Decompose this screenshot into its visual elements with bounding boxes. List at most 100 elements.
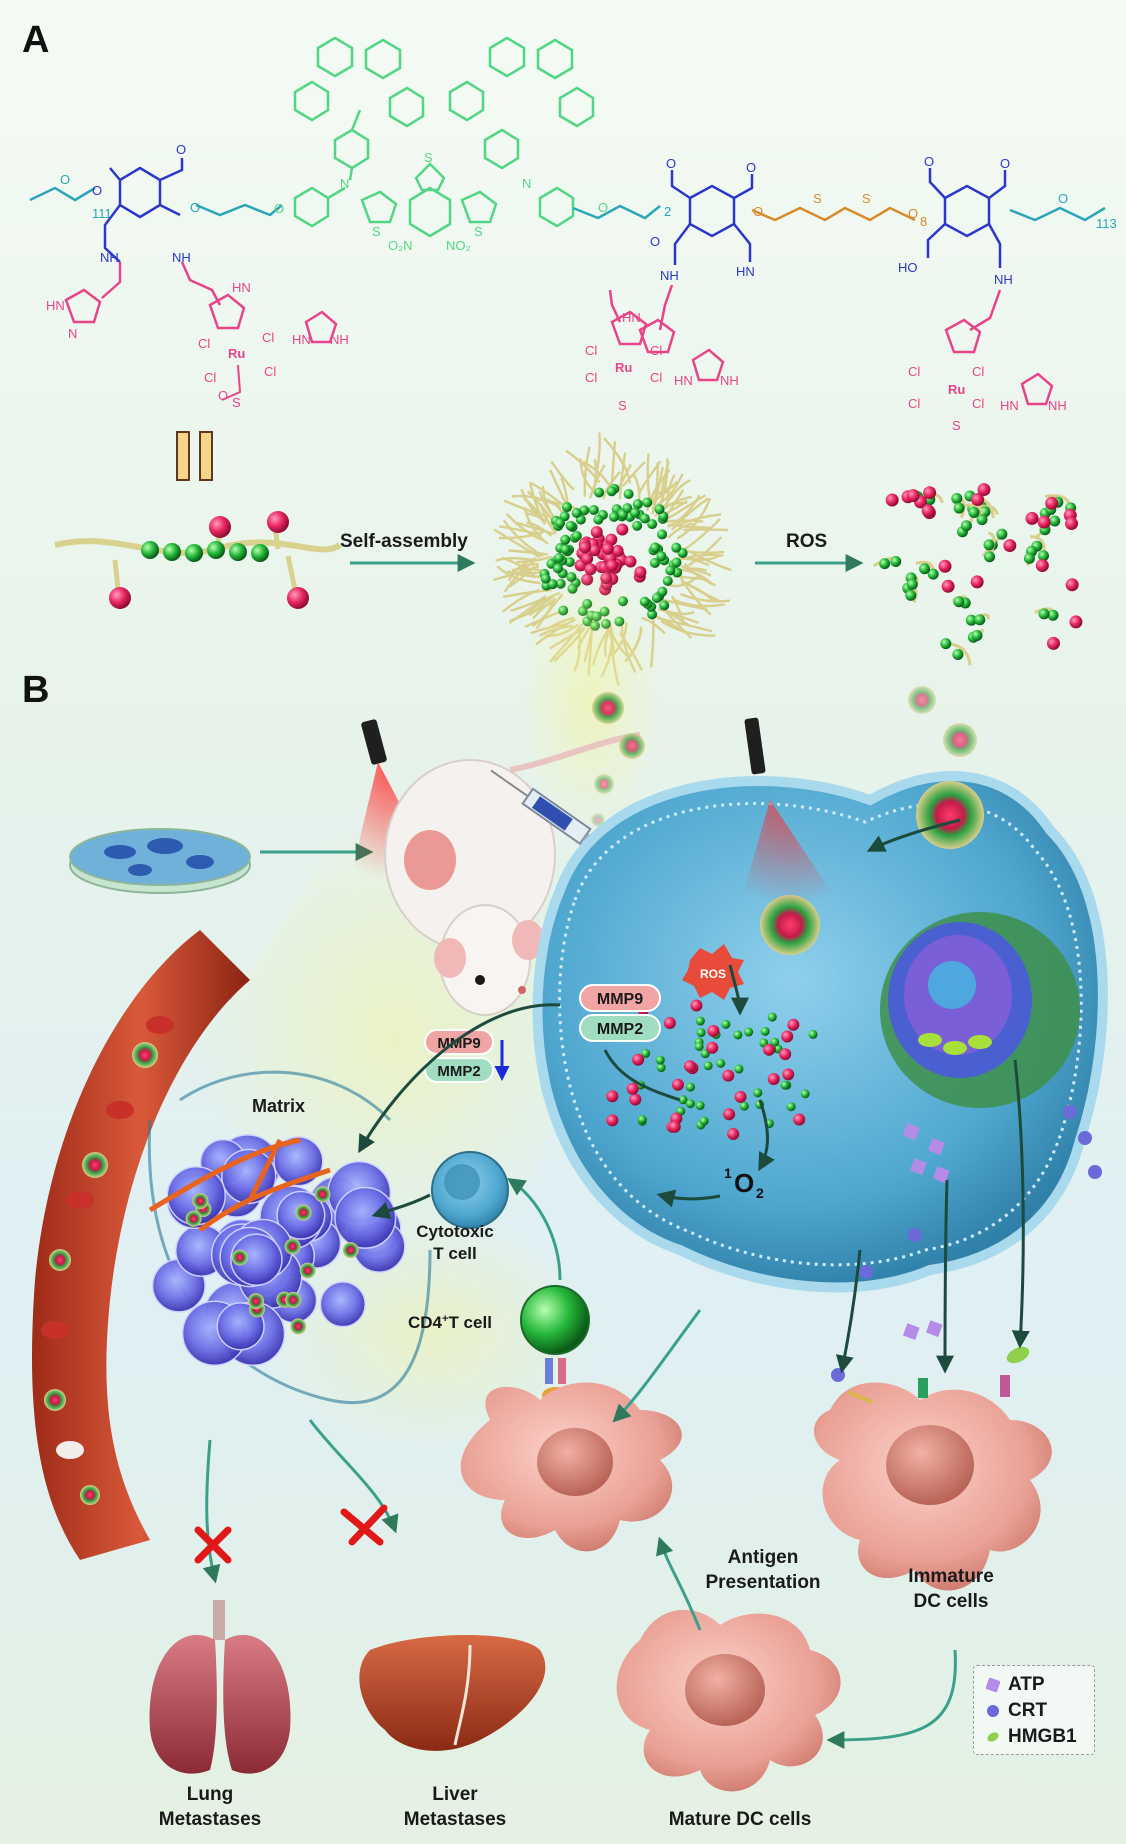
peg-left-chain [30,188,95,200]
legend-item-atp: ATP [986,1674,1045,1696]
imidazole-ring-1 [66,290,100,322]
cube-icon [986,1678,1000,1692]
self-assembly-label: Self-assembly [340,531,468,552]
chem-hn-7: HN [1000,398,1019,413]
sub-8: 8 [920,214,927,229]
mmp2-cell-pill: MMP2 [580,1015,660,1041]
cl-1d: Cl [264,364,276,379]
chem-n-1: N [68,326,77,341]
phenyl-left [295,188,328,226]
cl-3c: Cl [908,396,920,411]
mmp2-out-pill: MMP2 [425,1058,493,1082]
legend-item-crt: CRT [986,1700,1047,1722]
s-1: S [232,395,241,410]
chem-nh-1: NH [100,250,119,265]
chem-o-4: O [274,201,284,216]
chem-o-3: O [190,200,200,215]
cl-3b: Cl [972,364,984,379]
mmp9-cell-pill: MMP9 [580,985,660,1011]
chem-o-8: O [650,234,660,249]
tumor-site [404,830,456,890]
polymer-chain-cartoon [55,511,340,609]
chem-nh-6: NH [720,373,739,388]
chem-o-6: O [666,156,676,171]
chem-hn-2: HN [232,280,251,295]
cl-1a: Cl [198,336,210,351]
cl-2c: Cl [585,370,597,385]
svg-text:1: 1 [724,1165,732,1181]
no2-left: O₂N [388,238,413,253]
backbone-bonds-left [105,158,182,262]
cd4-label: CD4+T cell [408,1313,492,1332]
svg-text:MMP2: MMP2 [597,1021,643,1038]
chem-s-btd: S [424,150,433,165]
cl-3d: Cl [972,396,984,411]
legend-label: HMGB1 [1008,1726,1077,1748]
cl-2b: Cl [650,343,662,358]
chem-s-2: S [862,191,871,206]
dc-cell-mature [617,1610,841,1792]
benzothiadiazole [410,188,450,236]
cytotoxic-label-1: Cytotoxic [416,1222,493,1241]
liver-label-1: Liver [432,1784,478,1805]
liver-label-2: Metastases [404,1809,506,1830]
peg-right-o: O [1058,191,1068,206]
s-2: S [618,398,627,413]
lung-label-1: Lung [187,1784,233,1805]
chem-o-9: O [753,204,763,219]
antigen-label-1: Antigen [728,1547,799,1568]
cl-2a: Cl [585,343,597,358]
cl-1b: Cl [262,330,274,345]
ros-arrow-label: ROS [786,531,827,552]
petri-dish [70,829,250,893]
sphere-icon [986,1704,1000,1718]
chem-hn-6: HN [674,373,693,388]
chem-s-1: S [813,191,822,206]
legend: ATP CRT HMGB1 [973,1665,1095,1755]
leaf-icon [986,1730,1000,1744]
imidazole-ring-2 [210,295,244,328]
chem-o-1: O [92,183,102,198]
cl-3a: Cl [908,364,920,379]
lungs-organ [150,1600,291,1774]
s-3: S [952,418,961,433]
svg-text:2: 2 [756,1185,764,1201]
phenyl-right [540,188,573,226]
ru-label-3: Ru [948,382,965,397]
peg-right-sub: 113 [1096,216,1117,231]
svg-text:MMP9: MMP9 [597,991,643,1008]
panel-a-label: A [22,19,49,61]
chem-o-5: O [598,200,608,215]
chem-hn-4: HN [736,264,755,279]
chem-o-2: O [176,142,186,157]
liver-organ [359,1635,545,1751]
immature-label-1: Immature [908,1566,994,1587]
panel-b-label: B [22,669,49,711]
cytotoxic-label-2: T cell [433,1244,476,1263]
chem-nh-3: NH [330,332,349,347]
chem-nh-5: NH [994,272,1013,287]
chem-nh-7: NH [1048,398,1067,413]
chem-o-10: O [908,206,918,221]
legend-item-hmgb1: HMGB1 [986,1726,1077,1748]
chem-o-12: O [1000,156,1010,171]
backbone-ring-left [120,168,160,217]
chem-ho: HO [898,260,918,275]
mmp9-out-pill: MMP9 [425,1030,493,1054]
sub-2: 2 [664,204,671,219]
nanoparticle-entering [916,781,984,849]
chem-n-right: N [522,176,531,191]
o-ru-1: O [218,388,228,403]
no2-right: NO₂ [446,238,471,253]
antigen-label-2: Presentation [705,1572,820,1593]
legend-label: CRT [1008,1700,1047,1722]
chem-hn-3: HN [292,332,311,347]
ru-label-1: Ru [228,346,245,361]
dc-cell-presenting [461,1383,682,1552]
cl-2d: Cl [650,370,662,385]
chem-o-11: O [924,154,934,169]
block-x-liver [344,1508,384,1542]
dc-cell-immature [814,1375,1052,1590]
cl-1c: Cl [204,370,216,385]
